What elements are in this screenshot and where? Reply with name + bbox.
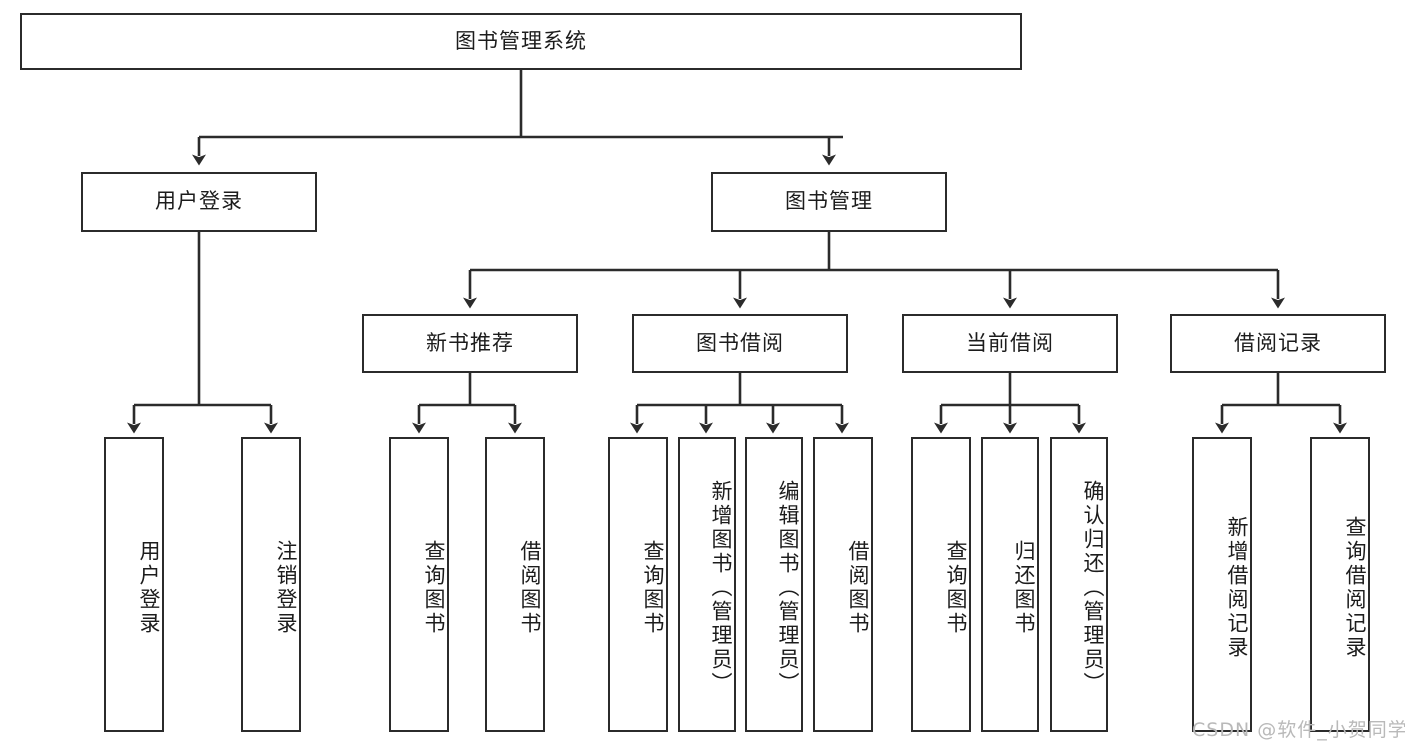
node-leaf-query-record[interactable]: 查询借阅记录 <box>1310 437 1370 732</box>
node-leaf-logout-label: 注销登录 <box>274 539 298 636</box>
node-leaf-query-book-1[interactable]: 查询图书 <box>389 437 449 732</box>
node-new-book-recommend-label: 新书推荐 <box>426 330 514 355</box>
node-root-label: 图书管理系统 <box>455 28 587 53</box>
node-user-login-label: 用户登录 <box>155 189 243 214</box>
node-leaf-add-record[interactable]: 新增借阅记录 <box>1192 437 1252 732</box>
node-leaf-logout[interactable]: 注销登录 <box>241 437 301 732</box>
node-leaf-query-book-1-label: 查询图书 <box>422 539 446 636</box>
node-leaf-confirm-return[interactable]: 确认归还（管理员） <box>1050 437 1108 732</box>
node-leaf-query-book-3[interactable]: 查询图书 <box>911 437 971 732</box>
node-leaf-borrow-book-2[interactable]: 借阅图书 <box>813 437 873 732</box>
node-borrow-record[interactable]: 借阅记录 <box>1170 314 1386 373</box>
node-borrow-record-label: 借阅记录 <box>1234 330 1322 355</box>
node-book-borrow-label: 图书借阅 <box>696 330 784 355</box>
node-leaf-borrow-book-2-label: 借阅图书 <box>846 539 870 636</box>
node-leaf-return-book-label: 归还图书 <box>1012 539 1036 636</box>
node-leaf-query-book-2-label: 查询图书 <box>641 539 665 636</box>
node-leaf-add-record-label: 新增借阅记录 <box>1225 515 1249 660</box>
node-current-borrow-label: 当前借阅 <box>966 330 1054 355</box>
node-leaf-edit-book[interactable]: 编辑图书（管理员） <box>745 437 803 732</box>
node-leaf-add-book[interactable]: 新增图书（管理员） <box>678 437 736 732</box>
node-leaf-user-login[interactable]: 用户登录 <box>104 437 164 732</box>
node-leaf-borrow-book-1-label: 借阅图书 <box>518 539 542 636</box>
node-leaf-confirm-return-label: 确认归还（管理员） <box>1081 479 1105 696</box>
node-book-manage[interactable]: 图书管理 <box>711 172 947 232</box>
node-book-borrow[interactable]: 图书借阅 <box>632 314 848 373</box>
node-leaf-query-book-3-label: 查询图书 <box>944 539 968 636</box>
node-current-borrow[interactable]: 当前借阅 <box>902 314 1118 373</box>
node-leaf-edit-book-label: 编辑图书（管理员） <box>776 479 800 696</box>
node-book-manage-label: 图书管理 <box>785 189 873 214</box>
node-leaf-user-login-label: 用户登录 <box>137 539 161 636</box>
node-root[interactable]: 图书管理系统 <box>20 13 1022 70</box>
csdn-watermark: CSDN @软件_小贺同学 <box>1192 719 1405 741</box>
node-leaf-query-book-2[interactable]: 查询图书 <box>608 437 668 732</box>
node-leaf-borrow-book-1[interactable]: 借阅图书 <box>485 437 545 732</box>
node-leaf-return-book[interactable]: 归还图书 <box>981 437 1039 732</box>
node-new-book-recommend[interactable]: 新书推荐 <box>362 314 578 373</box>
node-user-login[interactable]: 用户登录 <box>81 172 317 232</box>
node-leaf-add-book-label: 新增图书（管理员） <box>709 479 733 696</box>
node-leaf-query-record-label: 查询借阅记录 <box>1343 515 1367 660</box>
